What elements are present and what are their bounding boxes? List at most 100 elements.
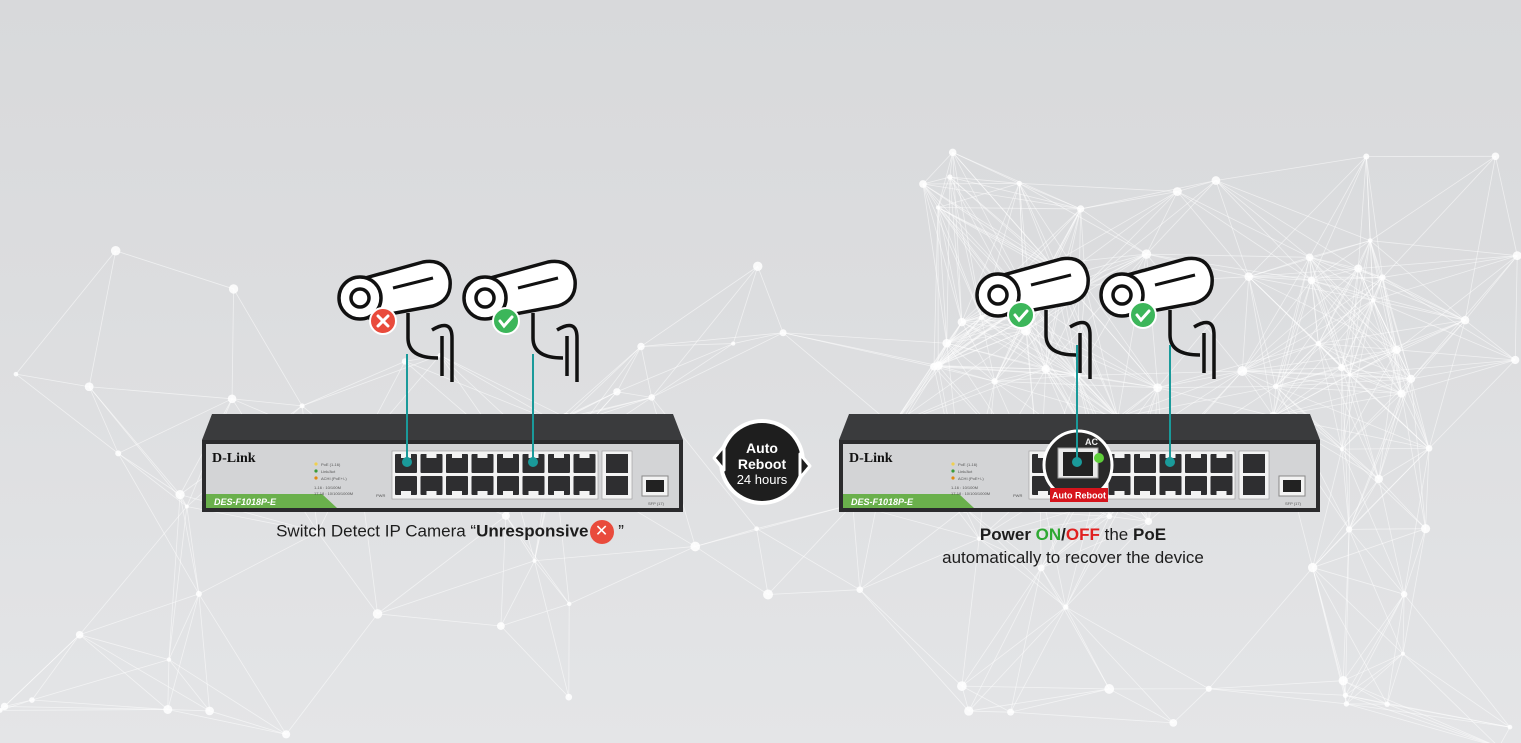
caption-line2: automatically to recover the device	[942, 548, 1204, 567]
mesh-line	[168, 593, 200, 660]
mesh-line	[1345, 529, 1350, 696]
mesh-line	[1248, 276, 1397, 351]
mesh-line	[651, 266, 759, 398]
mesh-line	[1248, 276, 1319, 344]
port-connection-dot	[402, 457, 412, 467]
mesh-node	[1205, 685, 1212, 692]
mesh-line	[640, 346, 653, 398]
right-caption: Power ON/OFF the PoE automatically to re…	[873, 523, 1273, 569]
camera-stripe	[1154, 273, 1196, 287]
mesh-line	[938, 330, 1027, 367]
mesh-line	[1085, 285, 1159, 388]
mesh-line	[1382, 255, 1518, 278]
camera-lens-inner	[987, 284, 1009, 306]
rj45-port	[471, 476, 494, 495]
mesh-line	[1401, 319, 1466, 394]
mesh-line	[1464, 255, 1518, 321]
mesh-line	[1242, 343, 1319, 372]
mesh-line	[89, 386, 233, 400]
mesh-node	[110, 246, 121, 256]
mesh-line	[1040, 567, 1110, 690]
led-icon	[951, 476, 955, 480]
mesh-line	[1146, 253, 1312, 281]
mesh-node	[1511, 355, 1520, 365]
mesh-line	[1410, 359, 1516, 380]
mesh-line	[1357, 156, 1367, 269]
auto-reboot-badge: Auto Reboot 24 hours	[722, 440, 802, 488]
mesh-line	[756, 528, 860, 591]
mesh-node	[299, 403, 305, 409]
mesh-line	[968, 710, 1011, 713]
mesh-line	[500, 560, 535, 627]
mesh-line	[167, 593, 200, 710]
mesh-line	[1010, 711, 1174, 724]
mesh-node	[935, 205, 941, 210]
mesh-node	[566, 601, 572, 607]
rj45-port	[1134, 476, 1156, 495]
caption-off: OFF	[1065, 525, 1100, 544]
mesh-line	[1272, 386, 1277, 417]
mesh-line	[377, 613, 501, 627]
mesh-line	[1396, 349, 1430, 449]
mesh-node	[1345, 526, 1353, 533]
mesh-line	[1019, 183, 1081, 210]
mesh-line	[1157, 343, 1319, 389]
mesh-node	[1272, 383, 1279, 390]
mesh-line	[168, 506, 188, 660]
check-circle-icon	[492, 307, 520, 335]
mesh-line	[1428, 320, 1466, 449]
mesh-line	[1030, 300, 1158, 389]
mesh-line	[1341, 367, 1402, 394]
mesh-line	[555, 346, 642, 423]
mesh-line	[232, 398, 303, 407]
port-latch	[528, 491, 539, 495]
mesh-line	[640, 266, 758, 347]
brand-logo: D-Link	[212, 451, 256, 466]
rj45-port	[1159, 476, 1182, 495]
mesh-line	[922, 183, 1020, 185]
mesh-line	[783, 332, 947, 344]
mesh-line	[892, 330, 1027, 426]
auto-reboot-tag: Auto Reboot	[1052, 491, 1106, 501]
mesh-line	[1410, 378, 1426, 529]
mesh-line	[1373, 255, 1518, 301]
mesh-line	[1401, 359, 1516, 394]
mesh-line	[1318, 343, 1397, 351]
mesh-node	[1347, 372, 1352, 377]
rj45-port	[420, 476, 443, 495]
port-latch	[503, 454, 513, 458]
mesh-line	[1177, 191, 1312, 281]
badge-line3: 24 hours	[736, 472, 788, 487]
mesh-line	[1311, 280, 1343, 368]
mesh-line	[1085, 180, 1217, 286]
mesh-line	[1241, 257, 1310, 372]
mesh-line	[892, 343, 948, 426]
mesh-line	[1309, 257, 1412, 380]
mesh-line	[1365, 156, 1383, 278]
mesh-line	[1386, 594, 1405, 705]
mesh-line	[1349, 528, 1426, 530]
mesh-line	[1215, 180, 1250, 277]
mesh-line	[1146, 180, 1217, 255]
mesh-line	[1309, 257, 1351, 375]
check-mark	[498, 315, 514, 329]
led-icon	[314, 469, 318, 473]
check-mark	[1013, 309, 1029, 323]
mesh-line	[732, 266, 759, 344]
mesh-line	[937, 176, 951, 208]
mesh-line	[1025, 330, 1119, 418]
mesh-node	[115, 450, 122, 457]
mesh-node	[1315, 340, 1322, 347]
mesh-line	[1275, 374, 1350, 387]
mesh-line	[859, 507, 966, 591]
mesh-line	[1348, 393, 1402, 530]
rj45-port	[522, 476, 545, 495]
mesh-line	[961, 538, 980, 687]
mesh-line	[695, 546, 769, 595]
check-circle-icon	[1007, 301, 1035, 329]
model-stripe	[206, 494, 337, 508]
mesh-line	[978, 538, 1067, 608]
mesh-node	[75, 630, 84, 639]
mesh-line	[968, 606, 1067, 712]
